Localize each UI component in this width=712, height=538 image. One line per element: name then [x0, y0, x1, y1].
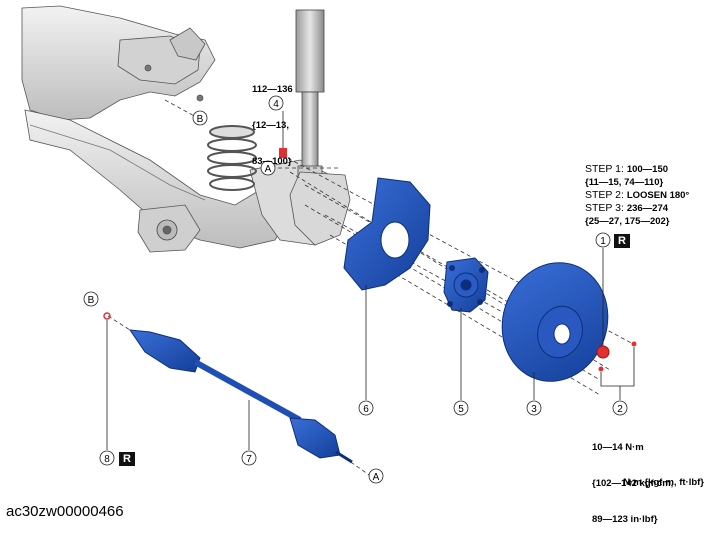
torque-spec-part-2: 10—14 N·m {102—142 kgf·cm, 89—123 in·lbf…	[592, 418, 673, 538]
replace-mark-part-1: R	[614, 234, 630, 248]
rear-subframe-assembly	[21, 5, 336, 253]
leader-lines	[106, 111, 635, 450]
dust-cover	[343, 177, 431, 291]
callout-a-lower: A	[373, 472, 380, 483]
torque-2-line-1: 10—14 N·m	[592, 442, 644, 453]
torque-4-line-3: 83—100}	[252, 156, 292, 167]
torque-2-line-3: 89—123 in·lbf}	[592, 514, 658, 525]
replace-mark-part-8: R	[119, 452, 135, 466]
brake-disc	[501, 262, 609, 382]
tightening-steps-part-1: STEP 1: 100—150 {11—15, 74—110} STEP 2: …	[585, 163, 689, 228]
callout-4: 4	[273, 99, 279, 110]
bolt-2b	[598, 366, 604, 372]
callout-1: 1	[600, 236, 606, 247]
step-line-2: {11—15, 74—110}	[585, 177, 664, 188]
coil-spring	[207, 125, 257, 191]
callout-labels: 4 1 2 3 5 6 7 8 A A B B	[88, 99, 624, 483]
callout-6: 6	[363, 404, 369, 415]
step-line-5: {25—27, 175—202}	[585, 216, 670, 227]
step-line-4: STEP 3: 236—274	[585, 202, 669, 214]
figure-id: ac30zw00000466	[6, 503, 124, 520]
callout-b-upper: B	[197, 114, 204, 125]
callout-b-lower: B	[88, 295, 95, 306]
drive-shaft	[128, 329, 353, 464]
step-line-3: STEP 2: LOOSEN 180°	[585, 189, 690, 201]
unit-note: N·m {kgf·m, ft·lbf}	[623, 477, 704, 488]
callout-2: 2	[617, 404, 623, 415]
locknut-1	[596, 345, 610, 359]
torque-spec-part-4: 112—136 {12—13, 83—100}	[252, 60, 293, 180]
callout-3: 3	[531, 404, 537, 415]
wheel-hub	[443, 257, 489, 313]
callout-8: 8	[104, 454, 110, 465]
bolt-2a	[631, 341, 637, 347]
step-line-1: STEP 1: 100—150	[585, 163, 669, 175]
torque-2-line-2: {102—142 kgf·cm,	[592, 478, 674, 489]
callout-circles	[83, 95, 628, 484]
torque-4-line-1: 112—136	[252, 84, 293, 95]
callout-5: 5	[458, 404, 464, 415]
red-fasteners	[103, 148, 637, 372]
bolt-4	[279, 148, 287, 158]
clip-8	[103, 312, 111, 320]
knuckle	[289, 171, 351, 246]
callout-a-upper: A	[265, 164, 272, 175]
callout-7: 7	[246, 454, 252, 465]
shock-absorber	[295, 9, 325, 183]
torque-4-line-2: {12—13,	[252, 120, 289, 131]
